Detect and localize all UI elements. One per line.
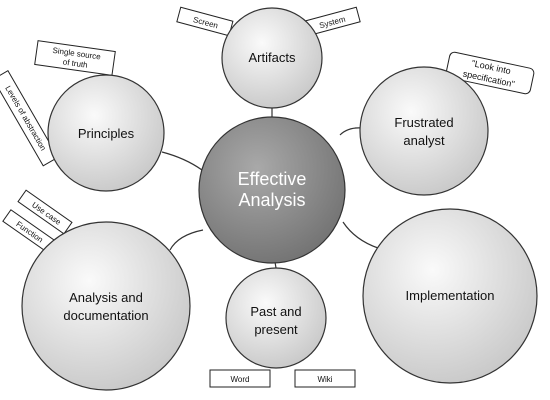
connector-analysis-doc [169, 229, 204, 251]
node-past-present-label-line1: Past and [250, 304, 301, 319]
node-center-effective-analysis: Effective Analysis [198, 116, 346, 264]
center-label-line1: Effective [238, 169, 307, 189]
connector-principles [161, 151, 203, 171]
tag-single-source: Single source of truth [34, 40, 116, 76]
connector-implementation [342, 221, 379, 249]
tag-wiki-text: Wiki [317, 375, 332, 384]
node-frustrated-label-line1: Frustrated [394, 115, 453, 130]
node-artifacts-label: Artifacts [249, 50, 296, 65]
tag-single-source-line2: of truth [62, 57, 88, 69]
node-analysis-doc-label-line2: documentation [63, 308, 148, 323]
node-analysis-documentation: Analysis and documentation [21, 221, 191, 391]
node-artifacts: Artifacts [221, 7, 323, 109]
tag-wiki: Wiki [294, 369, 356, 388]
node-implementation: Implementation [362, 208, 538, 384]
tag-screen: Screen [176, 6, 234, 37]
node-past-and-present: Past and present [225, 267, 327, 369]
node-frustrated-label-line2: analyst [403, 133, 445, 148]
node-past-present-label-line2: present [254, 322, 298, 337]
node-analysis-doc-label-line1: Analysis and [69, 290, 143, 305]
tag-levels-abstraction: Levels of abstraction [0, 70, 59, 167]
tag-word: Word [209, 369, 271, 388]
node-principles-label: Principles [78, 126, 135, 141]
node-frustrated-analyst: Frustrated analyst [359, 66, 489, 196]
connector-frustrated [339, 127, 363, 136]
tag-function: Function [2, 209, 56, 253]
tag-word-text: Word [231, 375, 250, 384]
tag-levels-abstraction-text: Levels of abstraction [3, 84, 47, 152]
node-principles: Principles [47, 74, 165, 192]
node-implementation-label: Implementation [406, 288, 495, 303]
connectors [161, 108, 379, 269]
center-label-line2: Analysis [238, 190, 305, 210]
